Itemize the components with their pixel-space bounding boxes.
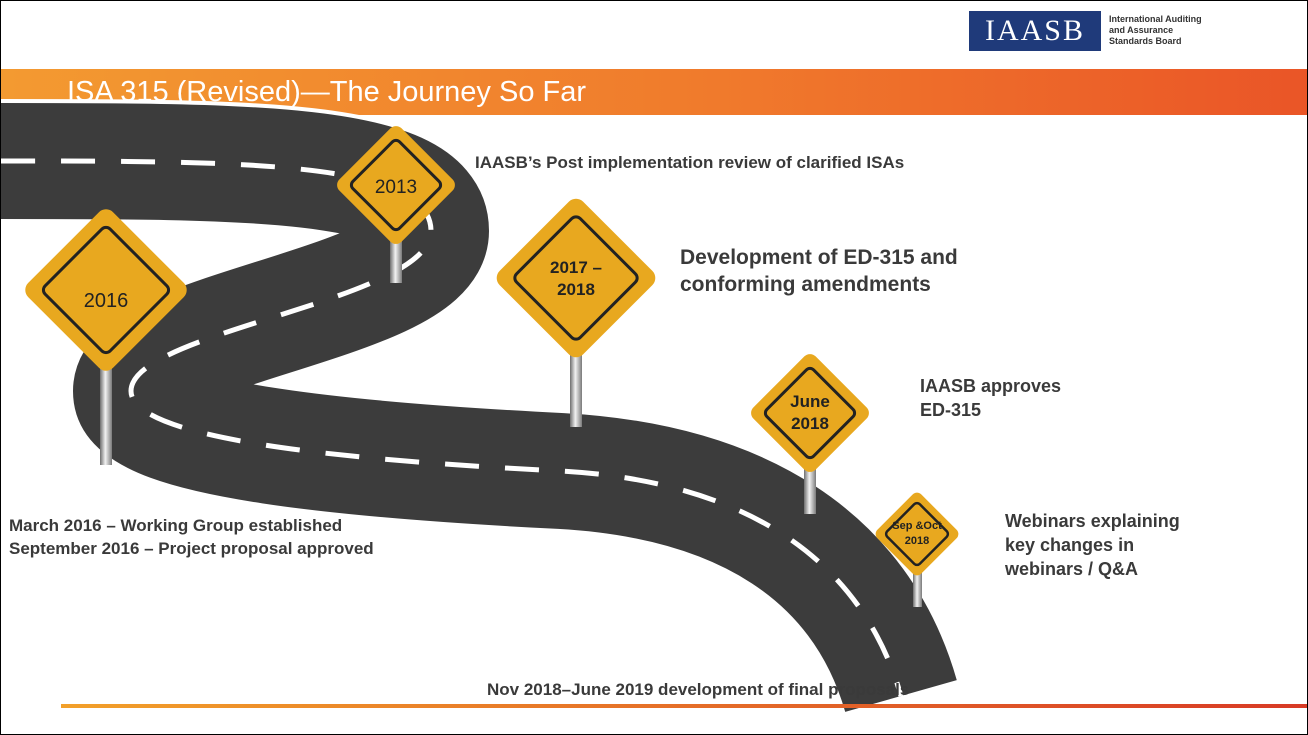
milestone-2016-text-line1: March 2016 – Working Group established (9, 516, 343, 535)
sign-label-2013: 2013 (375, 177, 417, 198)
sign-label-2016: 2016 (84, 290, 129, 312)
sign-label-2017-year: 2018 (557, 280, 595, 299)
logo-full-name: International Auditing and Assurance Sta… (1109, 14, 1202, 46)
milestone-webinar-text-line3: webinars / Q&A (1005, 559, 1139, 579)
milestone-june-text-line2: ED-315 (920, 400, 982, 420)
sign-june-2018: June 2018 (751, 354, 869, 514)
iaasb-logo: IAASB International Auditing and Assuran… (969, 11, 1202, 55)
sign-label-june: June (790, 392, 830, 411)
sign-label-sep-oct: Sep &Oct (892, 520, 942, 532)
sign-label-june-year: 2018 (791, 414, 829, 433)
logo-acronym: IAASB (969, 11, 1101, 51)
milestone-2013-text: IAASB’s Post implementation review of cl… (475, 153, 905, 172)
sign-2016: 2016 (25, 209, 187, 465)
milestone-webinar-text-line1: Webinars explaining (1005, 511, 1180, 531)
milestone-2016-text-line2: September 2016 – Project proposal approv… (9, 539, 374, 558)
milestone-2017-text-line2: conforming amendments (680, 273, 931, 296)
final-proposals-text: Nov 2018–June 2019 development of final … (487, 680, 910, 699)
sign-label-sep-oct-year: 2018 (905, 535, 929, 547)
milestone-june-text-line1: IAASB approves (920, 376, 1062, 396)
milestone-webinar-text-line2: key changes in (1005, 535, 1135, 555)
sign-2013: 2013 (337, 126, 455, 283)
sign-2017-2018: 2017 – 2018 (496, 198, 656, 427)
sign-sep-oct-2018: Sep &Oct 2018 (875, 492, 959, 607)
milestone-2017-text-line1: Development of ED-315 and (680, 246, 958, 269)
bottom-accent-line (61, 704, 1307, 708)
sign-label-2017: 2017 – (550, 258, 602, 277)
